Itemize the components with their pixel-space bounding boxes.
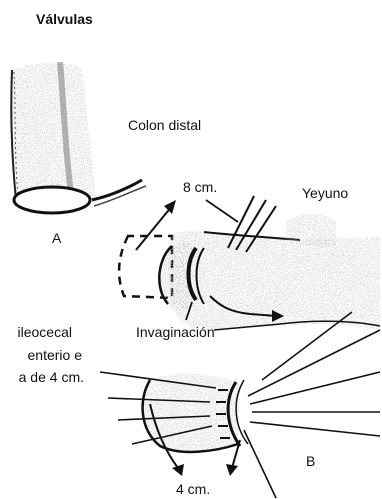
- colon-distal-opening: [14, 187, 90, 213]
- label-yeyuno: Yeyuno: [302, 185, 348, 201]
- label-panel-b: B: [306, 453, 315, 469]
- label-panel-a: A: [52, 230, 61, 246]
- label-four-cm: 4 cm.: [176, 481, 210, 497]
- label-valvulas: Válvulas: [36, 11, 93, 27]
- panel-a-intussusception-drawing: [119, 196, 380, 330]
- label-left-line-2: enterio e: [28, 347, 82, 363]
- label-colon-distal: Colon distal: [128, 117, 201, 133]
- label-left-line-3: a de 4 cm.: [19, 369, 84, 385]
- panel-a-colon-drawing: [11, 62, 146, 213]
- label-invaginacion: Invaginación: [136, 324, 215, 340]
- label-eight-cm: 8 cm.: [183, 179, 217, 195]
- arrow-up-left: [136, 206, 172, 250]
- label-left-line-1: ileocecal: [18, 324, 72, 340]
